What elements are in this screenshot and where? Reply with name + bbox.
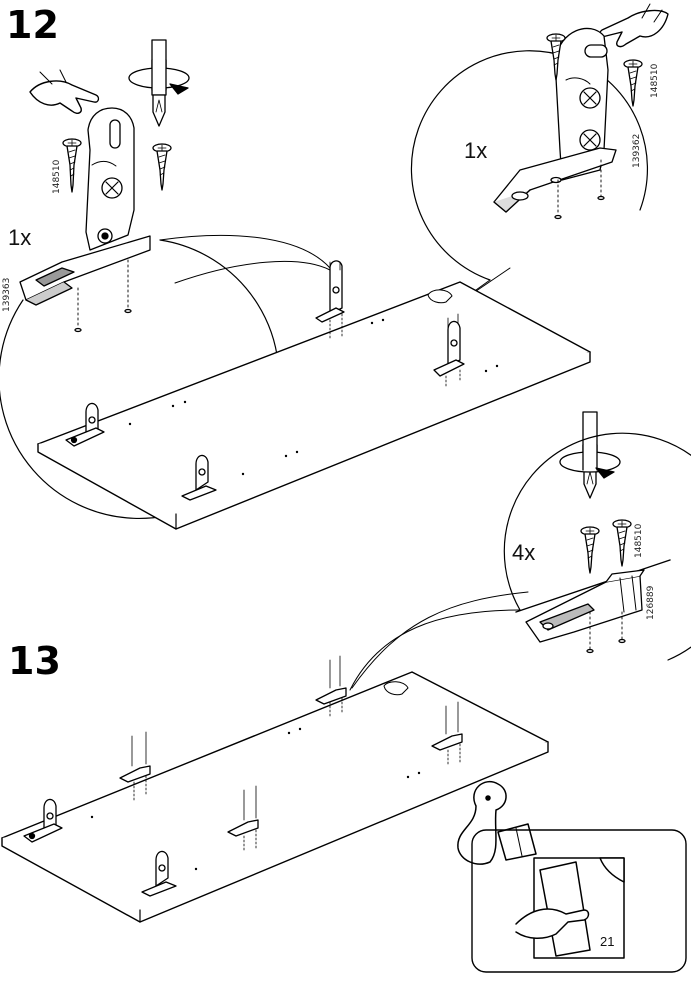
- mounting-clip-icon: [119, 731, 151, 801]
- mounting-clip-icon: [525, 569, 645, 654]
- screwdriver-icon: [559, 411, 621, 499]
- screwdriver-icon: [128, 39, 190, 127]
- part-number: 139363: [2, 277, 12, 312]
- hinge-bracket-icon: [19, 107, 151, 333]
- part-number: 126889: [646, 585, 656, 620]
- quantity-label: 1x: [464, 138, 488, 163]
- reading-figure-icon: [457, 781, 537, 865]
- hand-pointing-icon: [29, 69, 100, 114]
- step-number-13: 13: [8, 639, 61, 683]
- page-number: 21: [600, 934, 615, 949]
- quantity-label: 4x: [512, 540, 536, 565]
- part-number: 139362: [632, 133, 642, 168]
- hinge-bracket-icon: [141, 850, 177, 897]
- hinge-bracket-icon: [23, 798, 63, 843]
- screw-icon: [152, 143, 172, 191]
- page-turn-frame: [471, 829, 687, 973]
- hand-pointing-icon: [599, 3, 669, 48]
- screw-icon: [546, 33, 566, 81]
- hinge-bracket-icon: [181, 454, 217, 501]
- screw-icon: [580, 526, 600, 574]
- mounting-clip-icon: [227, 785, 259, 853]
- callout-circle-step13: [349, 432, 691, 691]
- part-number: 148510: [634, 523, 644, 558]
- turn-page-icon: [515, 857, 625, 959]
- mounting-clip-icon: [315, 655, 347, 717]
- screw-icon: [612, 519, 632, 567]
- part-number: 148510: [650, 63, 660, 98]
- quantity-label: 1x: [8, 225, 32, 250]
- screw-icon: [62, 138, 82, 193]
- hinge-bracket-icon: [315, 260, 345, 341]
- part-number: 148510: [52, 159, 62, 194]
- hinge-bracket-icon: [493, 27, 617, 220]
- panel-step-12: [37, 281, 591, 530]
- screw-icon: [623, 59, 643, 107]
- step-number-12: 12: [6, 3, 59, 47]
- panel-step-13: [1, 671, 549, 923]
- hinge-bracket-icon: [433, 313, 465, 389]
- hinge-bracket-icon: [65, 402, 105, 447]
- mounting-clip-icon: [431, 701, 463, 767]
